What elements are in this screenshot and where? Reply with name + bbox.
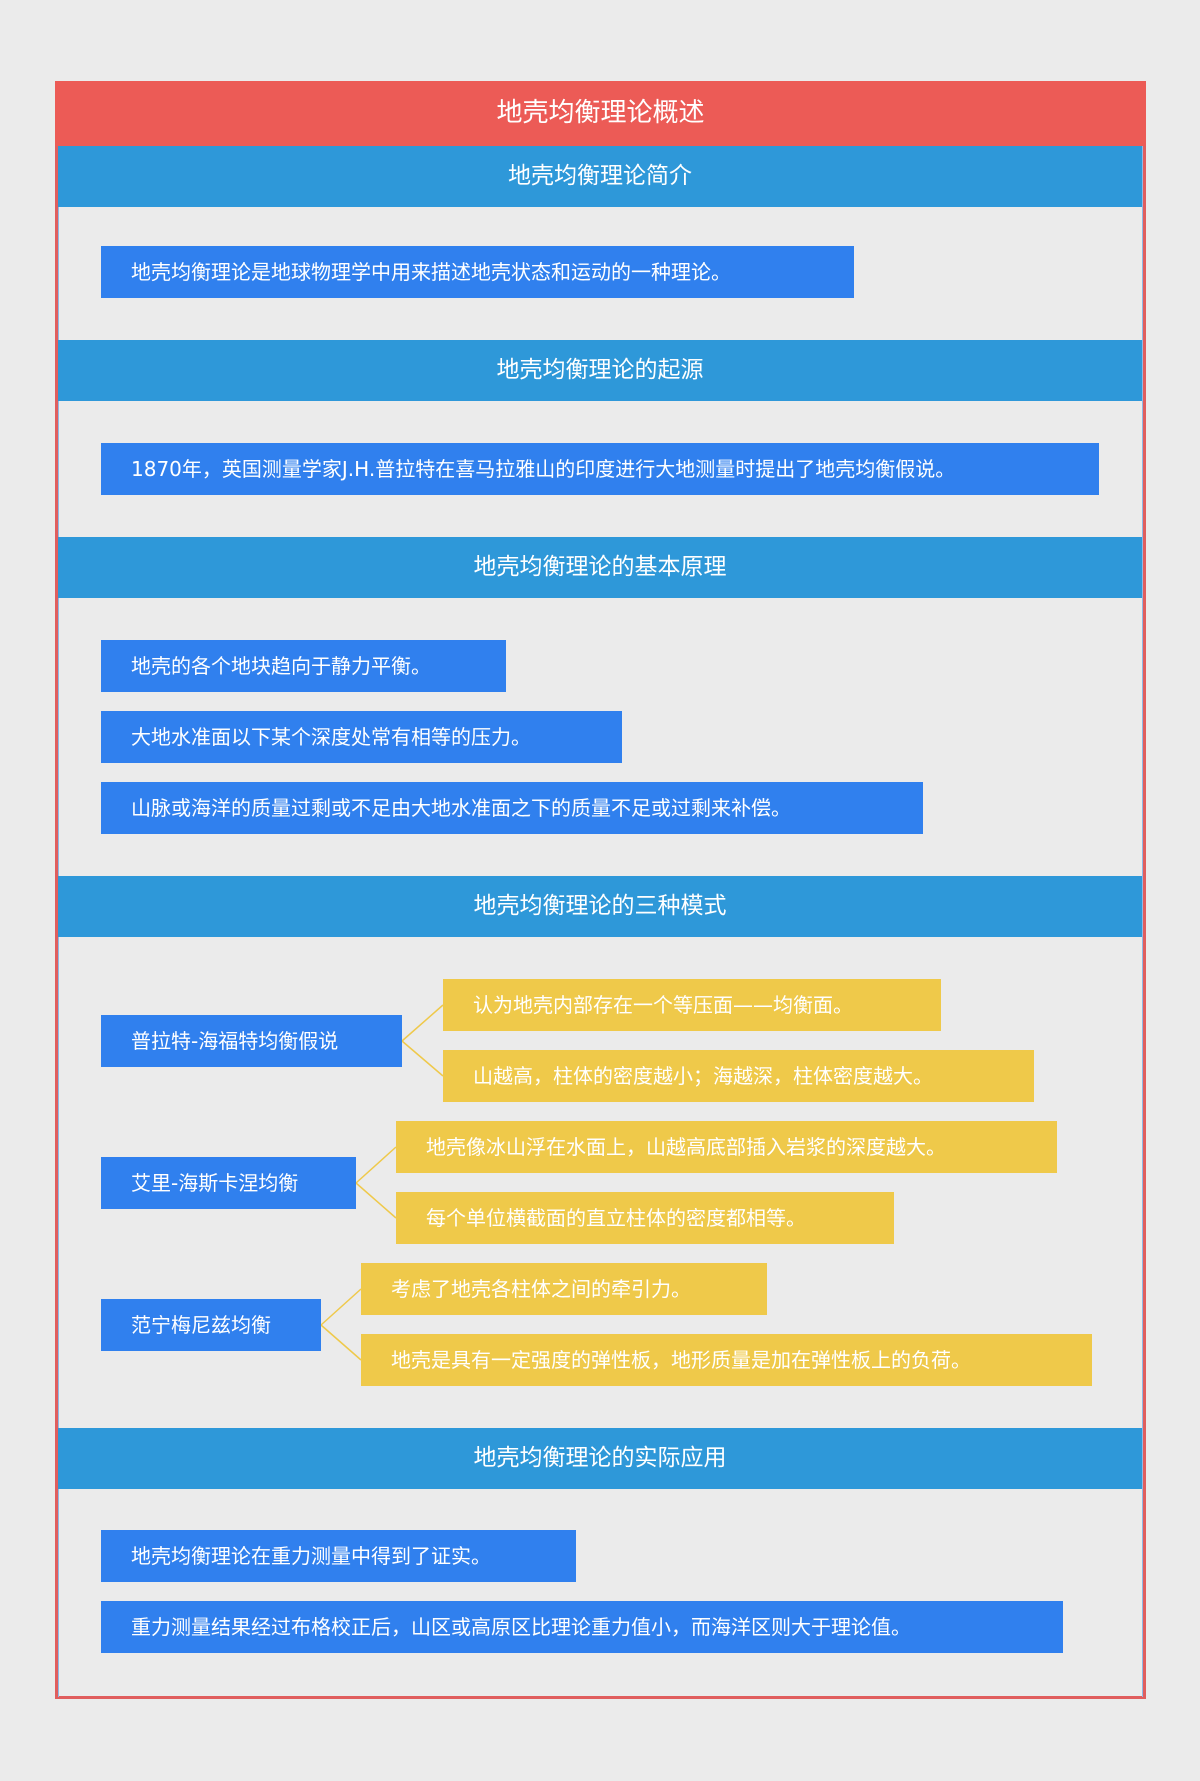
principle-item[interactable]: 大地水准面以下某个深度处常有相等的压力。 bbox=[101, 711, 622, 763]
intro-item[interactable]: 地壳均衡理论是地球物理学中用来描述地壳状态和运动的一种理论。 bbox=[101, 246, 854, 298]
principle-item[interactable]: 山脉或海洋的质量过剩或不足由大地水准面之下的质量不足或过剩来补偿。 bbox=[101, 782, 923, 834]
model-detail[interactable]: 每个单位横截面的直立柱体的密度都相等。 bbox=[396, 1192, 894, 1244]
mindmap-title: 地壳均衡理论概述 bbox=[55, 81, 1146, 146]
model-detail[interactable]: 地壳是具有一定强度的弹性板，地形质量是加在弹性板上的负荷。 bbox=[361, 1334, 1092, 1386]
section-header-principles: 地壳均衡理论的基本原理 bbox=[58, 537, 1142, 598]
model-node-airy-heiskanen[interactable]: 艾里-海斯卡涅均衡 bbox=[101, 1157, 356, 1209]
section-header-intro: 地壳均衡理论简介 bbox=[58, 146, 1142, 207]
model-detail[interactable]: 考虑了地壳各柱体之间的牵引力。 bbox=[361, 1263, 767, 1315]
section-header-applications: 地壳均衡理论的实际应用 bbox=[58, 1428, 1142, 1489]
model-detail[interactable]: 地壳像冰山浮在水面上，山越高底部插入岩浆的深度越大。 bbox=[396, 1121, 1057, 1173]
origin-item[interactable]: 1870年，英国测量学家J.H.普拉特在喜马拉雅山的印度进行大地测量时提出了地壳… bbox=[101, 443, 1099, 495]
model-node-vening-meinesz[interactable]: 范宁梅尼兹均衡 bbox=[101, 1299, 321, 1351]
principle-item[interactable]: 地壳的各个地块趋向于静力平衡。 bbox=[101, 640, 506, 692]
mindmap-frame bbox=[55, 81, 1146, 1699]
model-detail[interactable]: 认为地壳内部存在一个等压面——均衡面。 bbox=[443, 979, 941, 1031]
section-header-origin: 地壳均衡理论的起源 bbox=[58, 340, 1142, 401]
section-header-models: 地壳均衡理论的三种模式 bbox=[58, 876, 1142, 937]
model-node-pratt-hayford[interactable]: 普拉特-海福特均衡假说 bbox=[101, 1015, 402, 1067]
application-item[interactable]: 重力测量结果经过布格校正后，山区或高原区比理论重力值小，而海洋区则大于理论值。 bbox=[101, 1601, 1063, 1653]
model-detail[interactable]: 山越高，柱体的密度越小；海越深，柱体密度越大。 bbox=[443, 1050, 1034, 1102]
application-item[interactable]: 地壳均衡理论在重力测量中得到了证实。 bbox=[101, 1530, 576, 1582]
